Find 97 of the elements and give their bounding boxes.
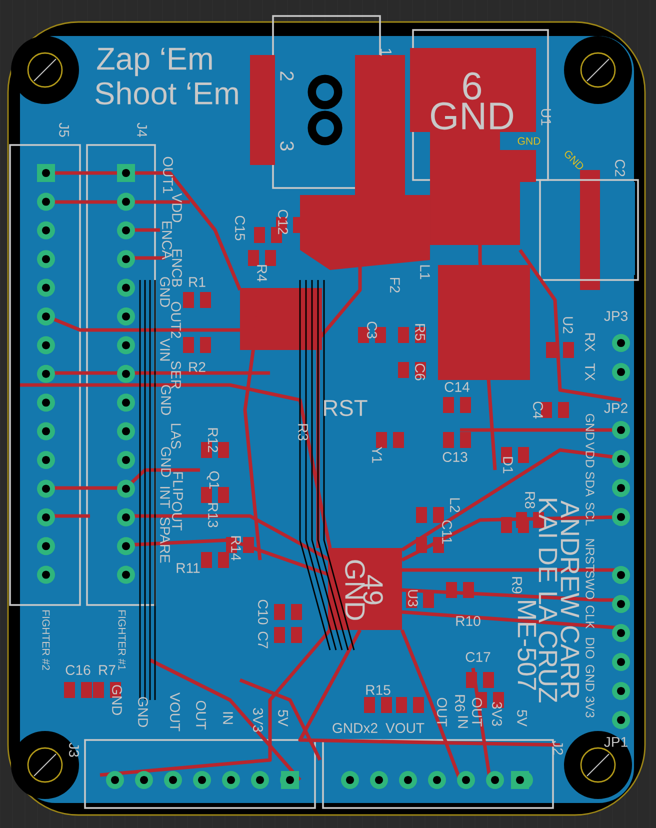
silkscreen-label: VOUT (386, 723, 424, 733)
silkscreen-label: 3V3 (253, 708, 263, 732)
silkscreen-label: R9 (512, 577, 522, 594)
silkscreen-label: GND (161, 447, 171, 477)
silkscreen-label: R2 (189, 362, 206, 372)
silkscreen-label: 3V3 (586, 696, 594, 718)
silkscreen-label: L1 (420, 265, 430, 280)
silkscreen-label: TX (585, 363, 595, 381)
silkscreen-label: C2 (615, 160, 625, 176)
silkscreen-label: U3 (408, 590, 418, 606)
silkscreen-label: C6 (415, 364, 425, 380)
silkscreen-label: Zap ‘Em (97, 48, 212, 76)
silkscreen-label: GND (138, 697, 148, 727)
silkscreen-label: C17 (466, 652, 490, 662)
silkscreen-label: F2 (390, 278, 400, 292)
silkscreen-label: OUT2 (171, 302, 181, 338)
silkscreen-label: OUT (172, 502, 182, 531)
silkscreen-label: R1 (189, 277, 206, 287)
silkscreen-label: C7 (258, 632, 268, 648)
silkscreen-label: 2 (280, 72, 294, 80)
silkscreen-label: R11 (176, 563, 200, 573)
silkscreen-label: OUT (472, 698, 482, 727)
silkscreen-label: R8 (525, 492, 535, 508)
silkscreen-label: VDD (172, 193, 182, 222)
silkscreen-label: VOUT (170, 692, 180, 732)
silkscreen-label: JP2 (604, 403, 628, 413)
silkscreen-label: J5 (59, 122, 69, 137)
silkscreen-label: J4 (137, 122, 147, 138)
silkscreen-label: 3V3 (492, 702, 502, 726)
silkscreen-label: R10 (456, 616, 480, 626)
silkscreen-label: ENCA (162, 222, 172, 260)
silkscreen-label: GND (431, 102, 514, 130)
silkscreen-label: VDD (586, 442, 594, 468)
silkscreen-label: C10 (258, 600, 268, 624)
silkscreen-label: R6 (455, 695, 465, 712)
silkscreen-label: OUT1 (163, 156, 173, 194)
silkscreen-label: 5V (517, 710, 527, 727)
silkscreen-label: FIGHTER #2 (42, 610, 50, 670)
silkscreen-label: SPARE (160, 517, 170, 563)
silkscreen-label: D1 (503, 457, 513, 474)
silkscreen-label: FLIP (173, 472, 183, 500)
silkscreen-label: L2 (450, 498, 460, 512)
silkscreen-label: ENCB (172, 250, 182, 287)
silkscreen-label: FIGHTER #1 (118, 610, 126, 670)
silkscreen-label: R14 (231, 536, 241, 560)
silkscreen-label: R7 (99, 665, 116, 675)
silkscreen-label: DIO (586, 638, 594, 658)
silkscreen-label: GND (586, 414, 594, 440)
silkscreen-label: R15 (366, 685, 390, 695)
silkscreen-label: SDA (586, 472, 594, 497)
silkscreen-label: GND (586, 664, 594, 692)
silkscreen-label: 49 (363, 575, 383, 604)
silkscreen-label: Y1 (372, 446, 382, 463)
silkscreen-label: GND (518, 137, 540, 145)
silkscreen-label: GND (160, 277, 170, 307)
silkscreen-label: VIN (160, 338, 170, 361)
silkscreen-label: IN (458, 716, 468, 728)
silkscreen-label: Q1 (206, 471, 220, 489)
silkscreen-label: C15 (235, 216, 245, 240)
silkscreen-label: C11 (442, 520, 452, 544)
silkscreen-label: R3 (298, 424, 308, 440)
silkscreen-label: GNDx2 (332, 723, 378, 733)
silkscreen-label: INT (160, 486, 170, 508)
silkscreen-label: C16 (66, 665, 90, 675)
silkscreen-label: 1 (380, 48, 392, 56)
silkscreen-label: GND (112, 685, 122, 715)
silkscreen-label: RX (585, 333, 595, 352)
silkscreen-label: R12 (208, 428, 218, 452)
silkscreen-label: ANDREW CARR (560, 500, 580, 698)
silkscreen-label: LAS (171, 424, 181, 449)
silkscreen-label: IN (223, 712, 233, 724)
silkscreen-label: Shoot ‘Em (95, 81, 238, 105)
silkscreen-label: SCL (586, 502, 594, 526)
silkscreen-label: OUT (196, 700, 206, 730)
silkscreen-label: C12 (278, 210, 288, 234)
silkscreen-label: 3 (280, 141, 294, 151)
silkscreen-label: SER (171, 361, 181, 389)
silkscreen-label: U2 (563, 317, 573, 334)
silkscreen-label: C3 (367, 322, 377, 338)
silkscreen-label: GND (161, 385, 171, 415)
silkscreen-label: C13 (442, 452, 468, 462)
silkscreen-label: SWO (586, 570, 594, 600)
silkscreen-label: JP3 (604, 311, 628, 321)
silkscreen-label: CLK (586, 606, 594, 629)
silkscreen-label: R4 (257, 265, 267, 282)
silkscreen-label: 6 (463, 72, 482, 100)
silkscreen-label: C4 (533, 402, 543, 419)
silkscreen-label: R13 (208, 503, 218, 528)
silkscreen-label: 5V (278, 710, 288, 727)
silkscreen-label: C14 (444, 382, 470, 392)
silkscreen-label: NRST (586, 539, 594, 572)
silkscreen-label: ME-507 (518, 601, 536, 690)
silkscreen-label: OUT (437, 698, 447, 727)
silkscreen-label: J3 (69, 742, 79, 757)
silkscreen-label: R5 (415, 324, 425, 340)
silkscreen-label: KAI DE LA CRUZ (538, 498, 558, 702)
silkscreen-label: GND (345, 560, 365, 620)
